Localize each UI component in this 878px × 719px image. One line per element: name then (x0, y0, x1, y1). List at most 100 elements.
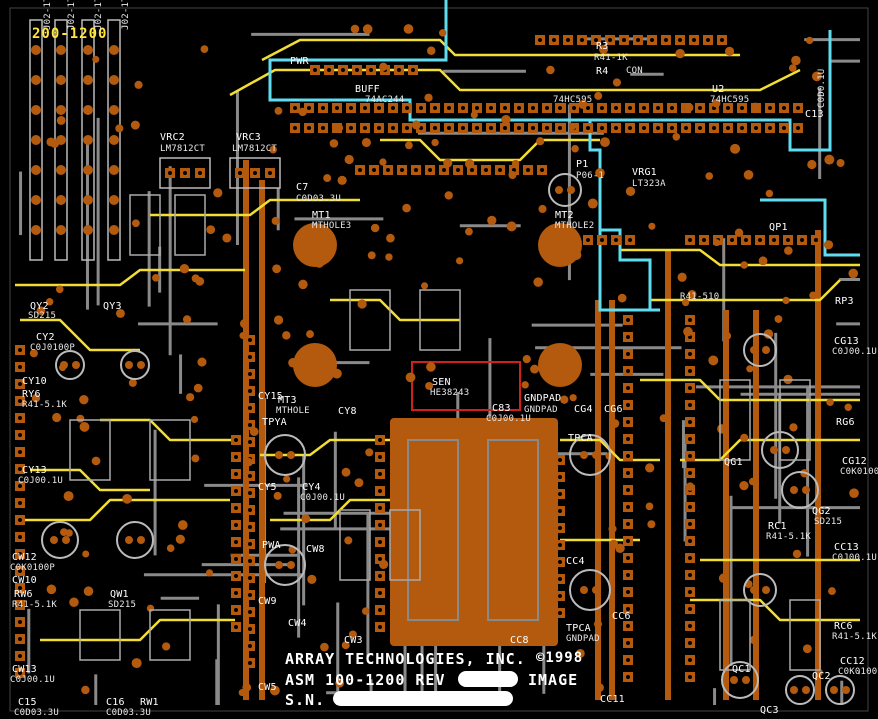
via-pad (166, 544, 175, 553)
pad (287, 561, 295, 569)
label-qg1: QG1 (724, 457, 743, 468)
jump-label-4: J02-1TH34 (121, 0, 131, 30)
via-pad (335, 678, 345, 688)
via-pad (115, 308, 125, 318)
pad (730, 676, 738, 684)
pad-hole (378, 574, 382, 578)
label-cw12: CW12 (12, 552, 37, 563)
component-outline (721, 661, 759, 699)
pad-hole (688, 454, 692, 458)
component-outline (779, 379, 811, 461)
via-pad (617, 293, 627, 303)
pad (592, 586, 600, 594)
component-outline (174, 194, 206, 256)
pad-hole (768, 106, 772, 110)
via-pad (238, 688, 246, 697)
pad-hole (461, 126, 465, 130)
label-qc1: QC1 (732, 664, 751, 675)
pad-hole (688, 369, 692, 373)
pad-hole (378, 438, 382, 442)
pad-hole (626, 352, 630, 356)
pad-hole (600, 126, 604, 130)
pad-hole (626, 505, 630, 509)
label-rv2-value: R41-510 (680, 292, 720, 302)
pad-hole (461, 106, 465, 110)
via-pad (425, 381, 434, 390)
pad (287, 451, 295, 459)
label-gndpad-2: GNDPAD (524, 405, 558, 415)
pad-hole (626, 437, 630, 441)
pad-hole (558, 475, 562, 479)
pad-hole (18, 416, 22, 420)
label-cg13: CG13 (834, 336, 859, 347)
via-pad (271, 216, 280, 225)
via-pad (751, 102, 760, 111)
pad-hole (698, 126, 702, 130)
pad (56, 165, 66, 175)
pad (83, 225, 93, 235)
pad-hole (433, 106, 437, 110)
pad (109, 135, 119, 145)
pad-hole (688, 471, 692, 475)
label-tpya: TPYA (262, 417, 287, 428)
pad-hole (688, 590, 692, 594)
label-cg4: CG4 (574, 404, 593, 415)
via-pad (538, 204, 547, 214)
via-pad (748, 477, 757, 486)
via-pad (341, 641, 350, 650)
pad-hole (18, 637, 22, 641)
pad-hole (552, 38, 556, 42)
via-pad (424, 93, 433, 102)
pad-hole (626, 471, 630, 475)
pad-hole (18, 620, 22, 624)
pad-hole (626, 675, 630, 679)
label-gndpad-cc8: GNDPAD (566, 634, 600, 644)
via-pad (385, 253, 393, 261)
via-pad (438, 29, 447, 37)
label-qy3: QY3 (103, 301, 122, 312)
via-pad (508, 171, 517, 180)
pad (109, 45, 119, 55)
label-qg2: QG2 (812, 506, 831, 517)
via-pad (333, 123, 344, 133)
via-pad (177, 520, 188, 530)
label-cw5: CW5 (258, 682, 277, 693)
pad (592, 451, 600, 459)
label-c13-value: C0D0.1U (817, 68, 827, 108)
label-cw4: CW4 (288, 618, 307, 629)
pad-hole (688, 522, 692, 526)
via-pad (675, 48, 685, 59)
label-cc6: CC6 (612, 611, 631, 622)
via-pad (594, 91, 603, 100)
via-pad (283, 475, 291, 483)
pad-hole (688, 607, 692, 611)
label-c15-value: C0D03.3U (14, 708, 59, 718)
pad (109, 105, 119, 115)
pad-hole (586, 238, 590, 242)
pad (83, 45, 93, 55)
pad-hole (378, 625, 382, 629)
label-sen: SEN (432, 377, 451, 388)
via-pad (625, 186, 636, 197)
label-cy4-value: C0J00.1U (300, 493, 345, 503)
pad-hole (782, 126, 786, 130)
pad (137, 536, 145, 544)
via-pad (367, 251, 376, 260)
via-pad (609, 539, 618, 549)
pad-hole (18, 382, 22, 386)
pad-hole (234, 540, 238, 544)
via-pad (205, 569, 214, 577)
label-cw13: CW13 (12, 664, 37, 675)
pad-hole (730, 238, 734, 242)
via-pad (713, 239, 721, 247)
component-outline (719, 379, 751, 461)
label-qw1: QW1 (110, 589, 129, 600)
pad-hole (307, 106, 311, 110)
pad-hole (341, 68, 345, 72)
pad-hole (397, 68, 401, 72)
pad-hole (626, 335, 630, 339)
label-cc12-value: C0K0100P (838, 667, 878, 677)
pad-hole (558, 560, 562, 564)
pad (770, 446, 778, 454)
via-pad (361, 607, 370, 615)
